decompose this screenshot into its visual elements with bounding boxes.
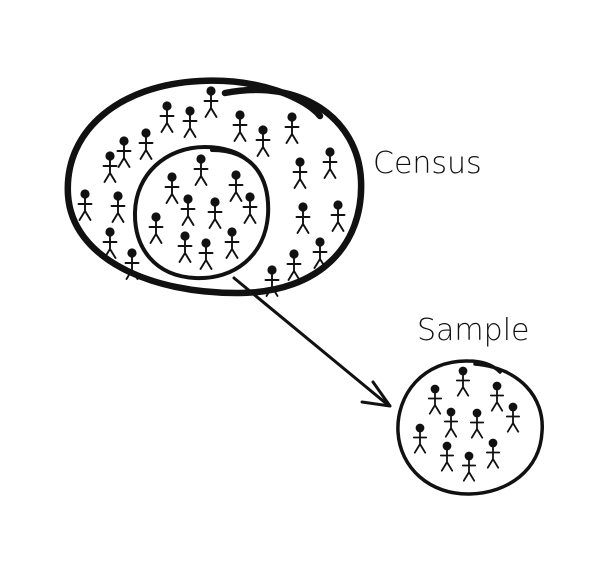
person-icon — [485, 438, 501, 469]
sample-label: Sample — [417, 313, 530, 348]
person-icon — [207, 197, 223, 229]
person-icon — [292, 157, 308, 189]
person-icon — [312, 237, 328, 269]
person-icon — [102, 151, 118, 183]
arrow-line — [232, 276, 390, 407]
person-icon — [284, 112, 300, 144]
person-icon — [505, 402, 521, 433]
person-icon — [232, 110, 248, 142]
person-icon — [286, 249, 302, 281]
person-icon — [455, 366, 471, 397]
person-icon — [439, 441, 455, 472]
person-icon — [264, 265, 280, 297]
census-label: Census — [373, 146, 482, 181]
person-icon — [193, 154, 209, 186]
person-icon — [198, 238, 214, 270]
person-icon — [427, 384, 443, 415]
person-icon — [148, 212, 164, 244]
person-icon — [461, 451, 477, 482]
person-icon — [489, 381, 505, 412]
person-icon — [295, 202, 311, 234]
person-icon — [255, 125, 271, 157]
census-outer-circle — [64, 77, 365, 297]
person-icon — [469, 408, 485, 439]
subset-people-group — [148, 154, 258, 270]
person-icon — [180, 194, 196, 226]
person-icon — [228, 170, 244, 202]
person-icon — [177, 231, 193, 263]
person-icon — [242, 192, 258, 224]
arrow-head — [360, 380, 392, 408]
sample-circle — [396, 359, 544, 496]
subset-inner-circle — [132, 144, 271, 281]
person-icon — [443, 407, 459, 438]
sample-people-group — [412, 366, 521, 482]
person-icon — [412, 423, 428, 454]
person-icon — [224, 227, 240, 259]
person-icon — [110, 191, 126, 223]
census-people-group — [77, 86, 346, 297]
person-icon — [330, 200, 346, 232]
person-icon — [116, 136, 132, 168]
person-icon — [203, 86, 219, 118]
person-icon — [164, 172, 180, 204]
person-icon — [102, 227, 118, 259]
person-icon — [124, 248, 140, 280]
person-icon — [159, 101, 175, 133]
person-icon — [138, 128, 154, 160]
person-icon — [77, 189, 93, 221]
person-icon — [182, 106, 198, 138]
person-icon — [322, 147, 338, 179]
